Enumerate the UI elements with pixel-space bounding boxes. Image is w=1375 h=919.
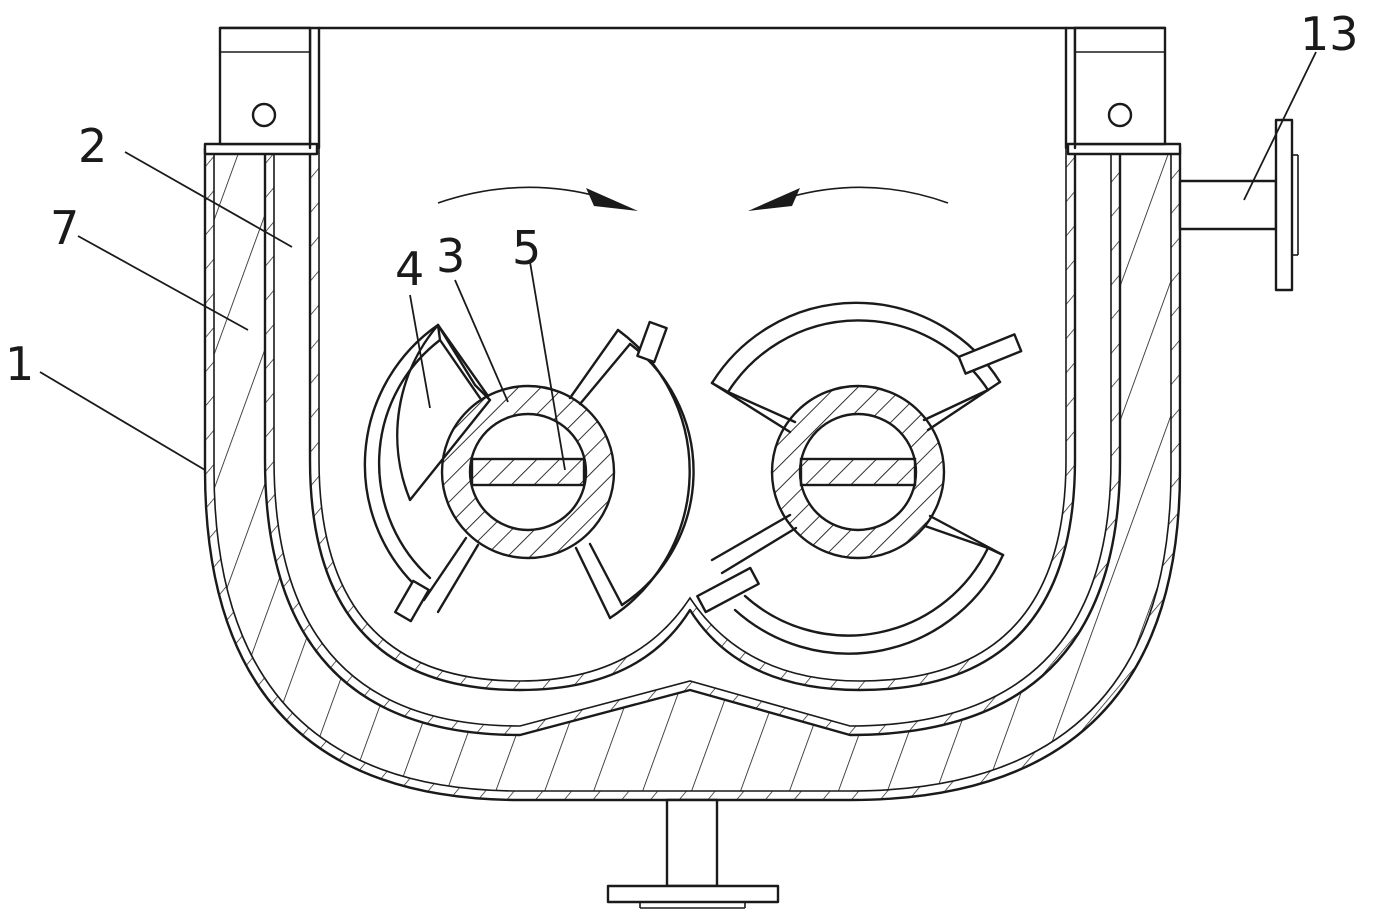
jacket-wall (203, 142, 1182, 735)
label-part-2: 2 (78, 119, 107, 173)
callout-leaders (39, 51, 1317, 471)
side-nozzle (1178, 118, 1299, 292)
label-part-3: 3 (436, 229, 465, 283)
label-part-4: 4 (395, 242, 424, 296)
label-part-5: 5 (512, 221, 541, 275)
rotation-arrow-left (437, 186, 638, 211)
label-part-1: 1 (5, 337, 34, 391)
left-rotor (363, 320, 695, 623)
right-mounting-lug (1073, 26, 1167, 146)
bottom-drain-pipe (606, 798, 780, 909)
right-rotor (696, 301, 1023, 655)
label-part-7: 7 (50, 201, 79, 255)
upper-side-walls (218, 26, 1167, 150)
left-mounting-lug (218, 26, 312, 146)
rotation-arrow-right (748, 186, 949, 211)
label-part-13: 13 (1300, 7, 1359, 61)
callout-labels: 1 7 2 4 3 5 13 (5, 7, 1359, 391)
